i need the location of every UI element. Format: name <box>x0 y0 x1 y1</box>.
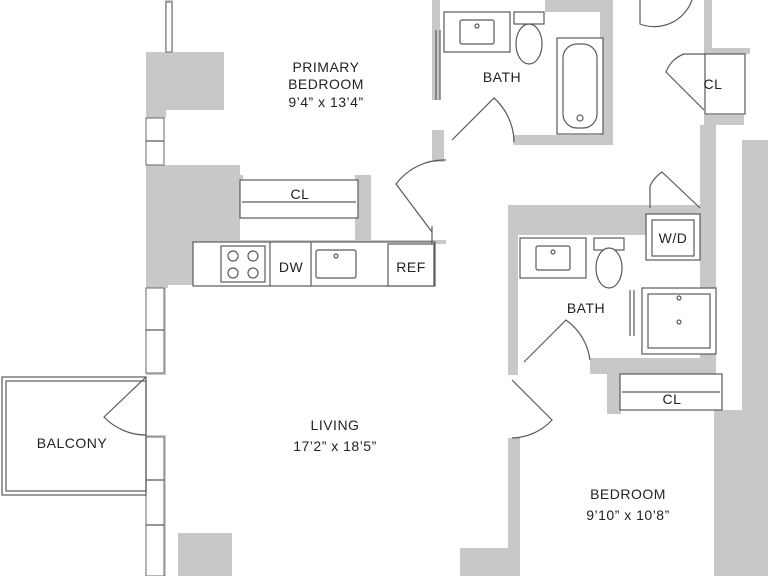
room-label-balcony: BALCONY <box>37 435 108 451</box>
refrigerator-box <box>387 243 435 287</box>
kitchen-sink <box>315 249 357 279</box>
second-bath-door-swing <box>523 319 591 363</box>
closet-label-primary: CL <box>291 186 310 202</box>
primary-bedroom-area <box>239 30 447 233</box>
burner <box>247 250 259 262</box>
balcony-door-swing <box>103 376 147 436</box>
kitchen-area <box>192 226 436 287</box>
appliance-label-washer-dryer: W/D <box>659 230 688 246</box>
faucet <box>474 23 480 29</box>
burner <box>227 267 239 279</box>
shower-pan <box>647 293 711 349</box>
closet-door-swing <box>665 53 706 111</box>
room-label-primary-bath: BATH <box>483 69 521 85</box>
wall <box>714 410 742 576</box>
primary-closet <box>239 179 359 219</box>
wall <box>545 0 613 12</box>
second-bath-area <box>519 237 717 363</box>
washer-dryer-area <box>645 171 701 261</box>
closet-label-second: CL <box>663 391 682 407</box>
hall-closet-area <box>639 0 746 115</box>
wall <box>513 135 613 145</box>
window <box>165 1 173 53</box>
wall <box>146 110 166 118</box>
top-right-closet <box>704 53 746 115</box>
entry-door-swing <box>639 0 693 28</box>
bedroom-closet-area <box>511 373 723 439</box>
wall <box>704 115 744 125</box>
wall <box>742 140 768 576</box>
window <box>145 436 165 576</box>
bathtub-basin <box>562 43 598 129</box>
faucet <box>333 253 339 259</box>
shower-drain <box>676 319 682 325</box>
balcony-inner-outline <box>5 380 147 492</box>
wall <box>146 52 224 110</box>
sink <box>535 245 571 271</box>
faucet <box>550 249 556 255</box>
room-dimensions-bedroom: 9’10” x 10’8” <box>586 507 670 523</box>
wd-door-swing <box>649 171 701 209</box>
room-dimensions-living: 17’2” x 18’5” <box>293 438 377 454</box>
wall <box>508 235 518 375</box>
room-label-second-bath: BATH <box>567 300 605 316</box>
room-label-bedroom: BEDROOM <box>590 486 666 502</box>
wall <box>704 0 712 48</box>
burner <box>227 250 239 262</box>
wall <box>165 175 243 183</box>
washer-dryer-inner <box>651 219 695 257</box>
room-label-living: LIVING <box>311 417 360 433</box>
closet-label-top-right: CL <box>704 76 723 92</box>
shower-head <box>676 295 682 301</box>
cooktop <box>220 245 266 283</box>
wall <box>178 533 232 576</box>
room-dimensions-primary-bedroom: 9’4” x 13’4” <box>288 94 363 110</box>
room-label-primary-bedroom: BEDROOM <box>288 76 364 92</box>
wall <box>607 374 621 414</box>
tub-drain <box>576 114 584 122</box>
wall <box>590 358 716 374</box>
room-label-primary-bedroom: PRIMARY <box>292 59 359 75</box>
bedroom-door-swing <box>511 379 553 439</box>
wall <box>704 48 750 54</box>
toilet-tank <box>513 11 545 25</box>
primary-bath-area <box>443 11 604 143</box>
toilet-bowl <box>515 23 543 65</box>
burner <box>247 267 259 279</box>
primary-bedroom-door-swing <box>395 159 447 233</box>
wall <box>355 175 371 242</box>
labels: PRIMARY BEDROOM 9’4” x 13’4” BATH CL CL … <box>37 59 723 523</box>
wall <box>432 130 444 162</box>
primary-bath-door-swing <box>451 97 515 143</box>
sink <box>459 19 495 45</box>
appliance-label-dishwasher: DW <box>279 259 304 275</box>
toilet-bowl <box>595 247 623 289</box>
balcony-area <box>1 376 147 496</box>
windows <box>145 1 173 576</box>
wall <box>508 438 520 576</box>
wall <box>460 548 520 576</box>
appliance-label-refrigerator: REF <box>396 259 426 275</box>
